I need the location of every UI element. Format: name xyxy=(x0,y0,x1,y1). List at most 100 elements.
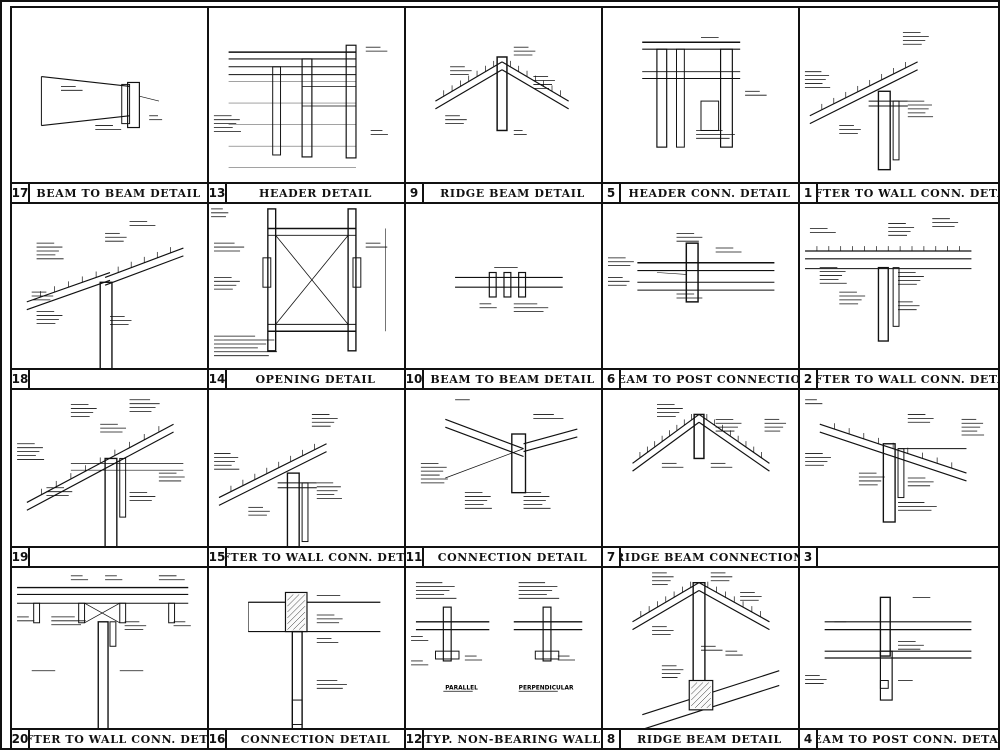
detail-title-bar: 20RAFTER TO WALL CONN. DETAIL xyxy=(12,728,207,748)
detail-panel-1: 1RAFTER TO WALL CONN. DETAIL xyxy=(798,6,1000,204)
detail-panel-6: 6BEAM TO POST CONNECTION xyxy=(601,202,800,390)
detail-title: BEAM TO BEAM DETAIL xyxy=(430,372,595,386)
detail-drawing xyxy=(805,218,972,342)
detail-number: 5 xyxy=(603,184,621,202)
detail-drawing xyxy=(17,575,191,740)
detail-title-bar: 8 RIDGE BEAM DETAIL xyxy=(603,728,798,748)
detail-panel-20: 20RAFTER TO WALL CONN. DETAIL xyxy=(10,566,209,750)
detail-title: RIDGE BEAM DETAIL xyxy=(637,732,782,746)
detail-panel-4: 4BEAM TO POST CONN. DETAIL xyxy=(798,566,1000,750)
detail-number: 20 xyxy=(11,730,30,748)
detail-title: BEAM TO BEAM DETAIL xyxy=(36,186,201,200)
detail-title: OPENING DETAIL xyxy=(255,372,376,386)
detail-number: 11 xyxy=(405,548,424,566)
detail-title-bar: 3 xyxy=(800,546,998,566)
detail-number: 1 xyxy=(800,184,818,202)
detail-title-bar: 9 RIDGE BEAM DETAIL xyxy=(406,182,601,202)
detail-panel-11: 11 CONNECTION DETAIL xyxy=(404,388,603,568)
detail-panel-16: 16 CONNECTION DETAIL xyxy=(207,566,406,750)
detail-number: 17 xyxy=(11,184,30,202)
detail-title: BEAM TO POST CONN. DETAIL xyxy=(818,732,998,746)
detail-drawing xyxy=(632,572,780,730)
detail-drawing xyxy=(40,76,163,130)
detail-number: 8 xyxy=(603,730,621,748)
detail-drawing xyxy=(642,37,767,148)
detail-drawing xyxy=(213,44,388,168)
detail-title-bar: 18 xyxy=(12,368,207,388)
detail-title: CONNECTION DETAIL xyxy=(437,550,588,564)
detail-panel-14: 14 OPENING DETAIL xyxy=(207,202,406,390)
detail-panel-3: 3 xyxy=(798,388,1000,568)
detail-panel-5: 5 HEADER CONN. DETAIL xyxy=(601,6,800,204)
detail-drawing xyxy=(26,221,184,381)
detail-number: 12 xyxy=(405,730,424,748)
detail-title-bar: 6BEAM TO POST CONNECTION xyxy=(603,368,798,388)
detail-number: 13 xyxy=(208,184,227,202)
detail-number: 14 xyxy=(208,370,227,388)
detail-panel-10: 10 BEAM TO BEAM DETAIL xyxy=(404,202,603,390)
detail-drawing xyxy=(455,267,563,313)
detail-title xyxy=(30,370,207,388)
detail-title: BEAM TO POST CONNECTION xyxy=(621,372,798,386)
detail-number: 15 xyxy=(208,548,227,566)
detail-number: 3 xyxy=(800,548,818,566)
detail-title: RIDGE BEAM CONNECTION xyxy=(621,550,798,564)
detail-panel-19: 19 xyxy=(10,388,209,568)
detail-drawing xyxy=(805,399,985,523)
detail-title-bar: 1RAFTER TO WALL CONN. DETAIL xyxy=(800,182,998,202)
detail-drawing xyxy=(804,32,934,171)
detail-title: HEADER CONN. DETAIL xyxy=(628,186,791,200)
detail-panel-17: 17 BEAM TO BEAM DETAIL xyxy=(10,6,209,204)
detail-title-bar: 4BEAM TO POST CONN. DETAIL xyxy=(800,728,998,748)
detail-title-bar: 5 HEADER CONN. DETAIL xyxy=(603,182,798,202)
detail-number: 10 xyxy=(405,370,424,388)
detail-title: RAFTER TO WALL CONN. DETAIL xyxy=(30,732,207,746)
detail-title-bar: 15RAFTER TO WALL CONN. DETAIL xyxy=(209,546,404,566)
detail-number: 2 xyxy=(800,370,818,388)
detail-number: 18 xyxy=(11,370,30,388)
detail-number: 4 xyxy=(800,730,818,748)
detail-drawing xyxy=(632,404,787,472)
svg-text:PERPENDICULAR: PERPENDICULAR xyxy=(519,685,574,691)
detail-number: 9 xyxy=(406,184,424,202)
detail-number: 19 xyxy=(11,548,30,566)
detail-title: CONNECTION DETAIL xyxy=(240,732,391,746)
detail-title-bar: 11 CONNECTION DETAIL xyxy=(406,546,601,566)
detail-panel-9: 9 RIDGE BEAM DETAIL xyxy=(404,6,603,204)
detail-title: RIDGE BEAM DETAIL xyxy=(440,186,585,200)
detail-drawing xyxy=(608,232,775,303)
detail-title: TYP. NON-BEARING WALL xyxy=(424,732,601,746)
detail-drawing xyxy=(17,399,185,553)
detail-drawing xyxy=(805,596,972,701)
detail-panel-2: 2RAFTER TO WALL CONN. DETAIL xyxy=(798,202,1000,390)
detail-title-bar: 10 BEAM TO BEAM DETAIL xyxy=(406,368,601,388)
detail-title-bar: 17 BEAM TO BEAM DETAIL xyxy=(12,182,207,202)
detail-drawing xyxy=(435,46,569,135)
detail-number: 16 xyxy=(208,730,227,748)
detail-number: 7 xyxy=(603,548,621,566)
detail-drawing: PARALLEL PERPENDICULAR xyxy=(411,582,583,692)
detail-title-bar: 16 CONNECTION DETAIL xyxy=(209,728,404,748)
detail-drawing xyxy=(248,591,381,740)
detail-drawing xyxy=(420,399,578,509)
detail-drawing xyxy=(211,208,388,357)
detail-title: RAFTER TO WALL CONN. DETAIL xyxy=(227,550,404,564)
detail-title-bar: 19 xyxy=(12,546,207,566)
detail-title: RAFTER TO WALL CONN. DETAIL xyxy=(818,372,998,386)
detail-title: RAFTER TO WALL CONN. DETAIL xyxy=(818,186,998,200)
detail-title xyxy=(818,548,998,566)
detail-title xyxy=(30,548,207,566)
detail-number: 6 xyxy=(603,370,621,388)
detail-title-bar: 14 OPENING DETAIL xyxy=(209,368,404,388)
svg-text:PARALLEL: PARALLEL xyxy=(445,685,478,691)
detail-panel-15: 15RAFTER TO WALL CONN. DETAIL xyxy=(207,388,406,568)
detail-panel-18: 18 xyxy=(10,202,209,390)
